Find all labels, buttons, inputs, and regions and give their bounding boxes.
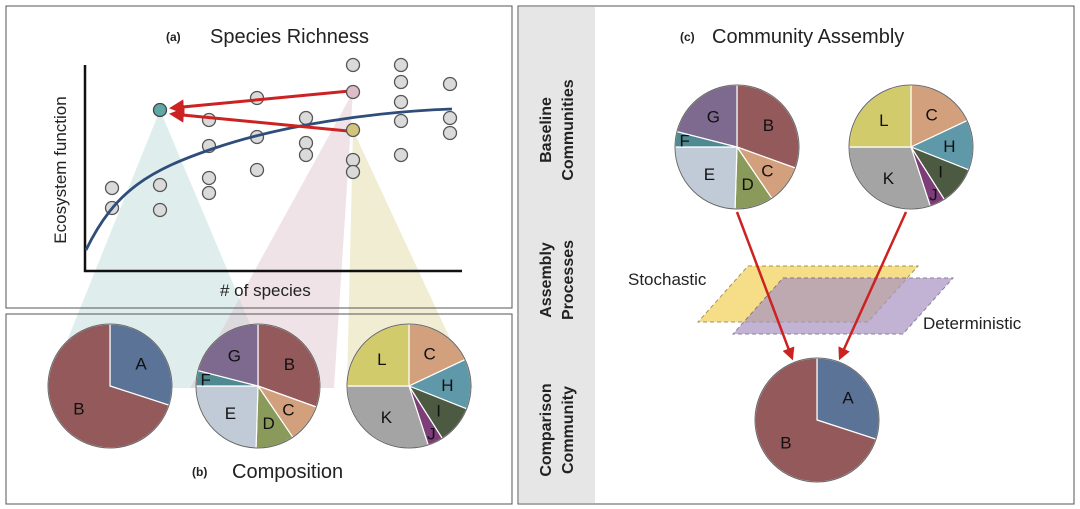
pie-slice-label-C: C [423, 345, 435, 364]
row-label-comparison: Comparison Community [538, 383, 577, 476]
panel-b-frame [5, 313, 513, 505]
data-point [345, 164, 361, 180]
pie-outline [674, 84, 800, 210]
assembly-arrow-right [838, 211, 908, 361]
row-label-baseline-line2: Communities [560, 79, 577, 180]
deterministic-label: Deterministic [923, 314, 1022, 333]
pie-slice-label-C: C [761, 162, 773, 181]
panel-c-frame [517, 5, 1075, 505]
pie-slice-label-E: E [225, 404, 236, 423]
arrow-top [169, 89, 351, 115]
data-point [442, 125, 458, 141]
row-label-processes: Assembly Processes [538, 240, 577, 320]
wedge-six-species [347, 130, 473, 388]
pie-slice-label-I: I [938, 163, 943, 182]
pie-slice-label-C: C [925, 106, 937, 125]
y-axis-label: Ecosystem function [51, 96, 70, 243]
arrow-bottom [169, 107, 349, 133]
data-point [152, 202, 168, 218]
saturating-curve [84, 107, 453, 251]
panel-c-tag: (c) [680, 30, 695, 44]
pie-slice-label-K: K [883, 169, 895, 188]
panel-b-tag: (b) [192, 465, 207, 479]
pie-slice-label-H: H [441, 376, 453, 395]
panel-c-label-band [519, 7, 595, 503]
row-label-baseline: Baseline Communities [538, 79, 577, 180]
pie-slice-label-D: D [263, 414, 275, 433]
pie-slice-label-F: F [680, 131, 690, 150]
pie-two-species: AB [47, 323, 173, 449]
pie-slice-label-B: B [73, 400, 84, 419]
pie-seven-species: B CD EFG [195, 323, 321, 449]
panel-c-title: Community Assembly [712, 26, 904, 48]
pie-slice-label-C: C [282, 401, 294, 420]
assembly-arrow-left [735, 211, 795, 361]
pie-slice-label-J: J [929, 186, 938, 205]
panel-b-title: Composition [232, 461, 343, 483]
panel-a-title: Species Richness [210, 26, 369, 48]
data-point [201, 185, 217, 201]
row-label-processes-line1: Assembly [538, 242, 555, 318]
data-point [393, 147, 409, 163]
pie-slice-label-H: H [943, 137, 955, 156]
pie-slice-label-I: I [436, 402, 441, 421]
highlight-point-six-species [345, 122, 361, 138]
highlight-point-two-species [152, 102, 168, 118]
row-label-comparison-line2: Community [560, 386, 577, 474]
pie-slice-label-D: D [742, 175, 754, 194]
pie-slice-label-L: L [377, 350, 386, 369]
pie-slice-label-F: F [201, 370, 211, 389]
stochastic-label: Stochastic [628, 270, 707, 289]
pie-baseline-left: B CD EFG [674, 84, 800, 210]
data-point [201, 170, 217, 186]
pie-slice-label-A: A [135, 354, 147, 373]
data-point [393, 74, 409, 90]
data-point [393, 57, 409, 73]
pie-slice-label-G: G [707, 108, 720, 127]
pie-slice-label-K: K [381, 408, 393, 427]
pie-outline [346, 323, 472, 449]
pie-outline [754, 357, 880, 483]
data-point [201, 112, 217, 128]
pie-outline [848, 84, 974, 210]
pie-slice-label-B: B [780, 434, 791, 453]
data-point [442, 110, 458, 126]
data-point [345, 57, 361, 73]
data-point [393, 94, 409, 110]
pie-slice-label-B: B [284, 355, 295, 374]
pie-slice-label-J: J [427, 425, 436, 444]
data-point [104, 180, 120, 196]
pie-slice-label-G: G [228, 347, 241, 366]
data-point [298, 110, 314, 126]
pie-outline [195, 323, 321, 449]
deterministic-plane [731, 277, 955, 335]
row-label-baseline-line1: Baseline [538, 97, 555, 163]
x-axis-label: # of species [220, 281, 311, 300]
panel-a-frame [5, 5, 513, 309]
data-point [298, 147, 314, 163]
pie-slice-label-L: L [879, 111, 888, 130]
data-point [442, 76, 458, 92]
row-label-comparison-line1: Comparison [538, 383, 555, 476]
pie-slice-label-E: E [704, 165, 715, 184]
panel-a-tag: (a) [166, 30, 181, 44]
wedge-two-species [48, 110, 277, 388]
data-point [393, 113, 409, 129]
pie-comparison: AB [754, 357, 880, 483]
data-point [345, 152, 361, 168]
row-label-processes-line2: Processes [560, 240, 577, 320]
highlight-point-seven-species [345, 84, 361, 100]
pie-slice-label-A: A [842, 388, 854, 407]
data-point [249, 162, 265, 178]
data-point [152, 177, 168, 193]
data-point [298, 135, 314, 151]
pie-outline [47, 323, 173, 449]
pie-slice-label-B: B [763, 116, 774, 135]
